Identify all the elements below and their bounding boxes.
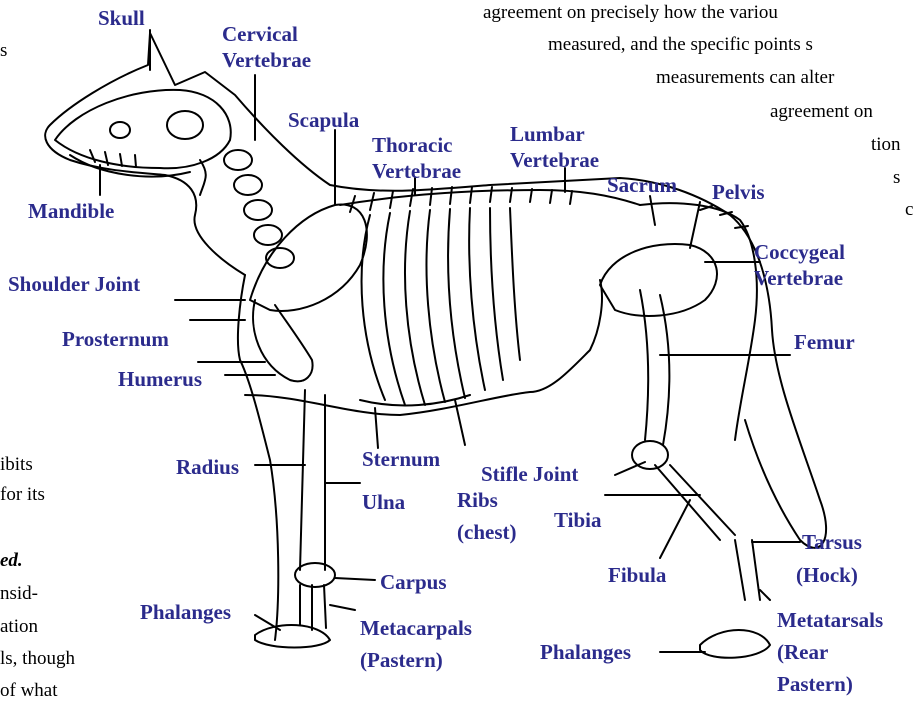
label-tibia: Tibia bbox=[554, 508, 601, 532]
leader-lines bbox=[100, 30, 800, 652]
pelvis-bone bbox=[600, 244, 717, 316]
label-femur: Femur bbox=[794, 330, 855, 354]
label-lumbar-vertebrae-line1: Lumbar bbox=[510, 122, 585, 146]
label-sacrum: Sacrum bbox=[607, 173, 677, 197]
label-ribs-line1: Ribs bbox=[457, 488, 498, 512]
rear-leg-bones bbox=[632, 290, 770, 658]
label-stifle-joint: Stifle Joint bbox=[481, 462, 578, 486]
label-carpus: Carpus bbox=[380, 570, 447, 594]
scapula-bone bbox=[250, 204, 367, 310]
label-lumbar-vertebrae-line2: Vertebrae bbox=[510, 148, 599, 172]
label-prosternum: Prosternum bbox=[62, 327, 169, 351]
label-shoulder-joint: Shoulder Joint bbox=[8, 272, 140, 296]
label-coccygeal-vertebrae-line2: Vertebrae bbox=[754, 266, 843, 290]
label-pelvis: Pelvis bbox=[712, 180, 765, 204]
label-metacarpals-line2: (Pastern) bbox=[360, 648, 443, 672]
label-ulna: Ulna bbox=[362, 490, 405, 514]
label-coccygeal-vertebrae-line1: Coccygeal bbox=[754, 240, 845, 264]
label-metatarsals-line3: Pastern) bbox=[777, 672, 853, 696]
label-radius: Radius bbox=[176, 455, 239, 479]
label-scapula: Scapula bbox=[288, 108, 359, 132]
label-tarsus-line2: (Hock) bbox=[796, 563, 858, 587]
label-mandible: Mandible bbox=[28, 199, 114, 223]
label-cervical-vertebrae-line2: Vertebrae bbox=[222, 48, 311, 72]
label-humerus: Humerus bbox=[118, 367, 202, 391]
label-fibula: Fibula bbox=[608, 563, 666, 587]
label-metatarsals-line1: Metatarsals bbox=[777, 608, 883, 632]
label-metatarsals-line2: (Rear bbox=[777, 640, 828, 664]
front-leg-bones bbox=[253, 300, 335, 648]
ribs-bones bbox=[360, 208, 520, 405]
label-thoracic-vertebrae-line2: Vertebrae bbox=[372, 159, 461, 183]
label-skull: Skull bbox=[98, 6, 145, 30]
label-thoracic-vertebrae-line1: Thoracic bbox=[372, 133, 452, 157]
label-cervical-vertebrae-line1: Cervical bbox=[222, 22, 298, 46]
label-tarsus-line1: Tarsus bbox=[802, 530, 862, 554]
label-metacarpals-line1: Metacarpals bbox=[360, 616, 472, 640]
label-phalanges-rear: Phalanges bbox=[540, 640, 631, 664]
cervical-vertebrae-bones bbox=[224, 150, 294, 268]
label-sternum: Sternum bbox=[362, 447, 440, 471]
label-ribs-line2: (chest) bbox=[457, 520, 516, 544]
label-phalanges-front: Phalanges bbox=[140, 600, 231, 624]
